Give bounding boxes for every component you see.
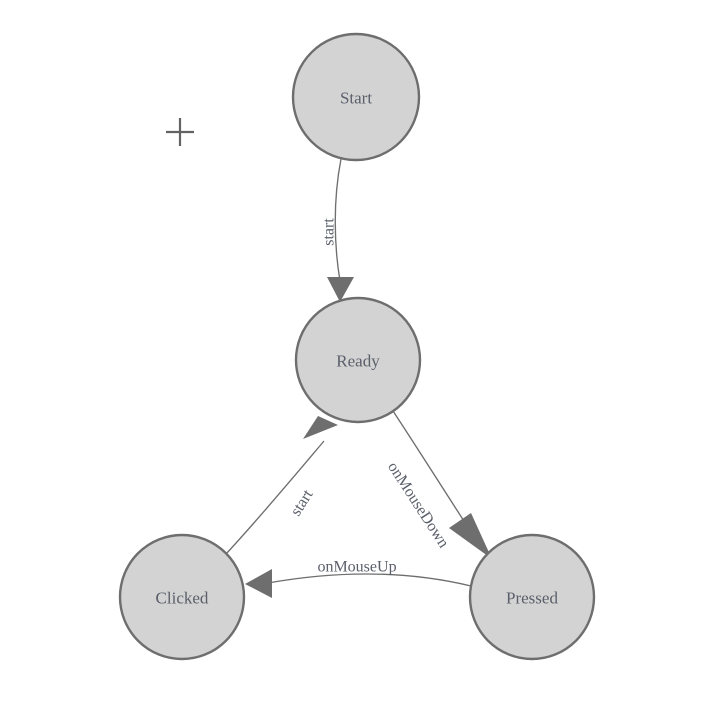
edge-pressed-to-clicked[interactable]: onMouseUp (245, 559, 472, 599)
node-pressed[interactable]: Pressed (468, 533, 596, 661)
arrowhead-into-ready-bottom (303, 416, 338, 439)
node-start[interactable]: Start (291, 32, 421, 162)
node-clicked[interactable]: Clicked (118, 533, 246, 661)
edge-pressed-to-clicked-path (267, 573, 472, 587)
plus-marker[interactable] (166, 118, 194, 146)
edge-clicked-to-ready[interactable]: start (225, 416, 338, 555)
node-clicked-circle[interactable] (118, 533, 246, 661)
edge-label-start-bottom: start (287, 486, 316, 519)
node-start-circle[interactable] (291, 32, 421, 162)
node-ready-label: Ready (336, 352, 380, 371)
edge-clicked-to-ready-path (225, 440, 325, 555)
arrowhead-into-clicked (245, 569, 272, 598)
node-ready-circle[interactable] (294, 296, 422, 424)
node-pressed-label: Pressed (506, 589, 558, 608)
edge-ready-to-pressed[interactable]: onMouseDown (384, 410, 492, 559)
node-start-label: Start (340, 89, 372, 108)
arrowhead-into-ready-top (327, 277, 354, 302)
edge-label-onmouseup: onMouseUp (317, 559, 396, 576)
node-pressed-circle[interactable] (468, 533, 596, 661)
edge-start-to-ready-path (334, 158, 342, 282)
arrowhead-into-pressed (449, 513, 492, 559)
edge-label-onmousedown: onMouseDown (384, 459, 452, 551)
edge-start-to-ready[interactable]: start (321, 158, 355, 302)
edge-label-start-top: start (321, 218, 338, 246)
node-ready[interactable]: Ready (294, 296, 422, 424)
node-clicked-label: Clicked (156, 589, 209, 608)
